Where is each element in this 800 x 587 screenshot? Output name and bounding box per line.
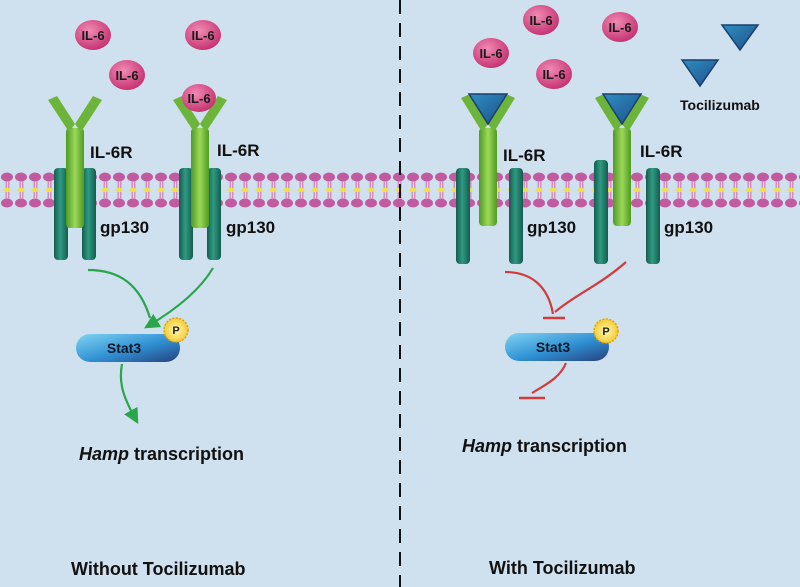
tocilizumab-bound	[467, 93, 509, 126]
activation-arrow	[87, 268, 152, 319]
il6-receptor	[461, 94, 515, 226]
gp130-label: gp130	[527, 218, 576, 237]
gp130-label: gp130	[100, 218, 149, 237]
il6-molecule: IL-6	[523, 5, 559, 35]
svg-text:IL-6: IL-6	[542, 67, 565, 82]
transcription-label: Hamp transcription	[462, 436, 627, 456]
transcription-label: Hamp transcription	[79, 444, 244, 464]
il6-receptor	[48, 96, 102, 228]
transcription-arrow	[119, 363, 139, 425]
il6-molecule: IL-6	[473, 38, 509, 68]
svg-text:P: P	[602, 326, 609, 338]
activation-arrow	[144, 267, 214, 329]
svg-text:IL-6: IL-6	[187, 91, 210, 106]
gp130-bar	[207, 168, 221, 260]
gp130-bar	[646, 168, 660, 264]
svg-text:IL-6: IL-6	[479, 46, 502, 61]
svg-text:P: P	[172, 325, 179, 337]
gp130-bar	[82, 168, 96, 260]
inhibition-line	[531, 362, 568, 394]
il6-molecule: IL-6	[109, 60, 145, 90]
gp130-bar	[456, 168, 470, 264]
tocilizumab-label: Tocilizumab	[680, 97, 760, 113]
phospho-group: P	[593, 318, 619, 344]
svg-text:Stat3: Stat3	[536, 339, 570, 355]
svg-text:IL-6: IL-6	[608, 20, 631, 35]
tocilizumab-icon	[680, 59, 720, 88]
il6r-label: IL-6R	[640, 142, 683, 161]
svg-text:Stat3: Stat3	[107, 340, 141, 356]
phospho-group: P	[163, 317, 189, 343]
gp130-bar	[54, 168, 68, 260]
right-panel: Tocilizumab IL-6 IL-6 IL-6 IL-6 IL-6R IL…	[456, 5, 760, 578]
panel-caption-left: Without Tocilizumab	[71, 559, 245, 579]
il6r-label: IL-6R	[90, 143, 133, 162]
inhibition-line	[504, 270, 555, 315]
svg-text:IL-6: IL-6	[529, 13, 552, 28]
svg-text:IL-6: IL-6	[81, 28, 104, 43]
svg-text:IL-6: IL-6	[191, 28, 214, 43]
il6r-label: IL-6R	[503, 146, 546, 165]
il6r-label: IL-6R	[217, 141, 260, 160]
gp130-label: gp130	[664, 218, 713, 237]
gp130-label: gp130	[226, 218, 275, 237]
il6-molecule-bound: IL-6	[182, 84, 216, 112]
inhibition-line	[554, 261, 627, 313]
il6-molecule: IL-6	[185, 20, 221, 50]
panel-caption-right: With Tocilizumab	[489, 558, 636, 578]
tocilizumab-bound	[601, 93, 643, 126]
gp130-bar	[179, 168, 193, 260]
il6-receptor	[173, 96, 227, 228]
il6-molecule: IL-6	[602, 12, 638, 42]
tocilizumab-icon	[720, 24, 760, 52]
stat3-protein: Stat3	[76, 334, 180, 362]
gp130-bar	[594, 160, 608, 264]
svg-text:IL-6: IL-6	[115, 68, 138, 83]
il6-receptor	[595, 94, 649, 226]
il6-molecule: IL-6	[536, 59, 572, 89]
il6-molecule: IL-6	[75, 20, 111, 50]
gp130-bar	[509, 168, 523, 264]
stat3-protein: Stat3	[505, 333, 609, 361]
left-panel: IL-6 IL-6 IL-6 IL-6 IL-6R IL-6R gp130 gp…	[48, 20, 275, 579]
